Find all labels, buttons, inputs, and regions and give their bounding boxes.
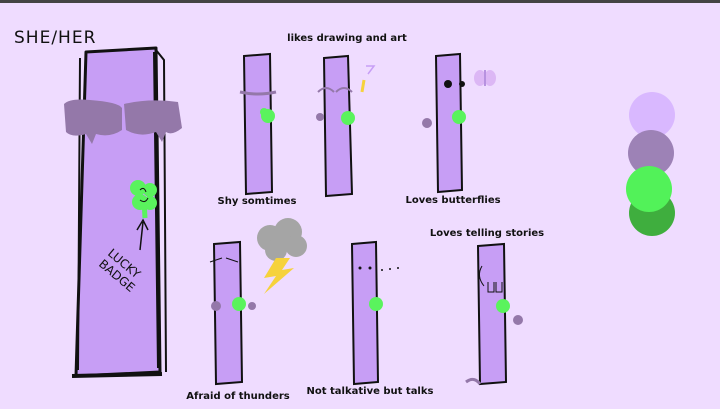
badge-arrow [136, 218, 149, 251]
butterfly [474, 70, 496, 86]
lightning-bolt [264, 258, 294, 294]
caption-thunders: Afraid of thunders [186, 391, 290, 402]
lucky-badge [130, 180, 157, 219]
scarf [64, 99, 182, 144]
character-thunders [209, 218, 307, 386]
caption-drawing: likes drawing and art [287, 33, 407, 44]
top-edge [0, 0, 720, 3]
pronouns-text: SHE/HER [14, 28, 97, 48]
palette-swatch-bright-green [626, 166, 672, 212]
character-talkative [350, 240, 399, 386]
character-artist [316, 54, 376, 198]
character-shy [239, 52, 277, 196]
main-character [64, 46, 182, 378]
caption-shy: Shy somtimes [217, 196, 297, 207]
character-stories [465, 242, 523, 386]
storm-cloud [257, 218, 307, 261]
palette-swatch-light-purple [629, 92, 675, 138]
palette-swatch-dusty-purple [628, 130, 674, 176]
caption-butterflies: Loves butterflies [405, 195, 501, 206]
color-palette [626, 92, 675, 236]
caption-stories: Loves telling stories [429, 228, 545, 239]
character-butterflies [422, 52, 496, 194]
caption-talkative: Not talkative but talks [306, 386, 434, 397]
